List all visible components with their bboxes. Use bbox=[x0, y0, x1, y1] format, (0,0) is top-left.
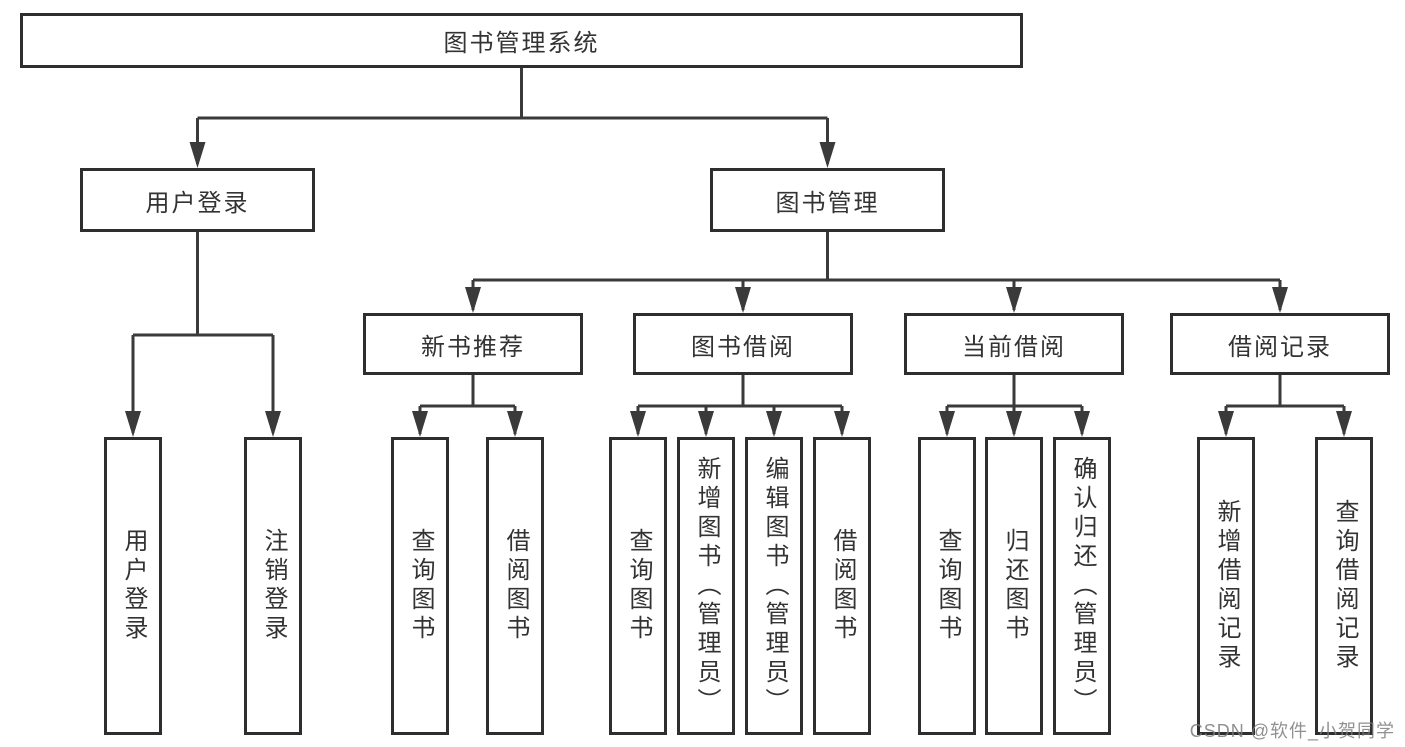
node-label: 编辑图书（管理员） bbox=[761, 455, 788, 717]
node-borrowing-records: 借阅记录 bbox=[1170, 313, 1390, 375]
node-label: 当前借阅 bbox=[962, 333, 1066, 361]
leaf-add-borrow-record: 新增借阅记录 bbox=[1197, 437, 1255, 735]
node-book-borrowing: 图书借阅 bbox=[633, 313, 853, 375]
node-label: 查询图书 bbox=[625, 528, 652, 644]
node-label: 新增借阅记录 bbox=[1213, 499, 1240, 673]
leaf-logout: 注销登录 bbox=[244, 437, 302, 735]
node-label: 归还图书 bbox=[1001, 528, 1028, 644]
leaf-query-borrow-record: 查询借阅记录 bbox=[1315, 437, 1373, 735]
node-label: 图书借阅 bbox=[691, 333, 795, 361]
node-label: 借阅图书 bbox=[829, 528, 856, 644]
leaf-return-book: 归还图书 bbox=[985, 437, 1043, 735]
leaf-add-book-admin: 新增图书（管理员） bbox=[677, 437, 735, 735]
node-user-login: 用户登录 bbox=[80, 168, 315, 232]
node-label: 用户登录 bbox=[120, 528, 147, 644]
node-label: 图书管理 bbox=[775, 189, 880, 217]
leaf-query-books-3: 查询图书 bbox=[918, 437, 976, 735]
leaf-query-books-1: 查询图书 bbox=[391, 437, 449, 735]
node-root: 图书管理系统 bbox=[20, 13, 1023, 68]
leaf-edit-book-admin: 编辑图书（管理员） bbox=[745, 437, 803, 735]
node-label: 新增图书（管理员） bbox=[693, 455, 720, 717]
node-label: 查询图书 bbox=[407, 528, 434, 644]
leaf-user-login: 用户登录 bbox=[104, 437, 162, 735]
node-label: 用户登录 bbox=[145, 189, 250, 217]
node-label: 查询图书 bbox=[934, 528, 961, 644]
node-label: 借阅记录 bbox=[1228, 333, 1332, 361]
node-label: 确认归还（管理员） bbox=[1069, 455, 1096, 717]
leaf-borrow-books-2: 借阅图书 bbox=[813, 437, 871, 735]
leaf-query-books-2: 查询图书 bbox=[609, 437, 667, 735]
node-label: 查询借阅记录 bbox=[1331, 499, 1358, 673]
node-label: 新书推荐 bbox=[421, 333, 525, 361]
node-new-book-recommend: 新书推荐 bbox=[363, 313, 583, 375]
leaf-confirm-return-admin: 确认归还（管理员） bbox=[1053, 437, 1111, 735]
node-label: 图书管理系统 bbox=[443, 30, 600, 57]
node-book-management: 图书管理 bbox=[710, 168, 945, 232]
node-label: 借阅图书 bbox=[502, 528, 529, 644]
node-label: 注销登录 bbox=[260, 528, 287, 644]
node-current-borrowing: 当前借阅 bbox=[904, 313, 1124, 375]
csdn-watermark: CSDN @软件_小贺同学 bbox=[1189, 721, 1395, 741]
leaf-borrow-books-1: 借阅图书 bbox=[486, 437, 544, 735]
